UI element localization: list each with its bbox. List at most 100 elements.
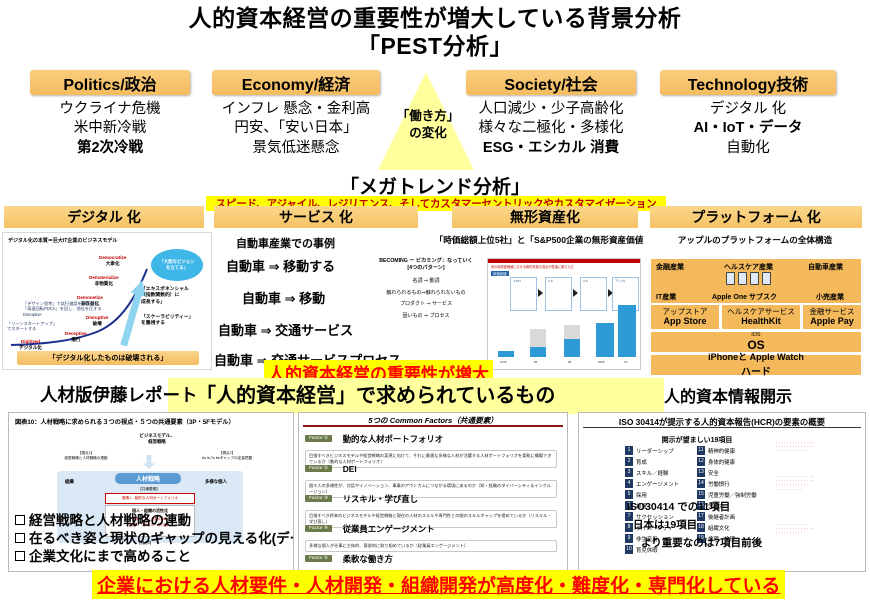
hardware-line-1: iPhoneと Apple Watch [708,352,804,363]
curve-label-deceptive: Deceptive 潜行 [65,331,87,342]
curve-label-disruptive: Disruptive 破壊 [86,315,108,326]
checkbox-icon-1[interactable] [15,515,25,525]
pest-politics-item-3: 第2次冷戦 [76,139,144,156]
curve-label-digitized-ja: デジタル化 [19,344,42,350]
pest-technology-item-1: デジタル 化 [709,101,787,117]
factor-5-tag: Factor ⑤ [305,555,333,563]
factor-row-4: Factor ④ 従業員エンゲージメント 多様な個人が仕事に主体的、意欲的に取り… [305,520,557,553]
diagram-individuals-label: 多様な個人 [205,479,227,484]
checkbox-icon-3[interactable] [15,551,25,561]
service-row-3: 自動車 ⇒ 交通サービス [218,323,354,338]
curve-label-disruptive-en: Disruptive [86,315,109,320]
pest-body-politics: ウクライナ危機 米中新冷戦 第2次冷戦 [20,100,200,158]
factor-5-title: 柔軟な働き方 [342,553,393,564]
checklist-item-2: 在るべき姿と現状のギャップの見える化(データ化) [15,527,293,547]
axis-tick-2015: 15 [624,360,628,364]
digital-footer-banner: 「デジタル化したものは破壊される」 [17,351,199,365]
platform-caption: アップルのプラットフォームの全体構造 [677,235,833,245]
diagram-activation-box: 個人・組織の活性化 要素2：知・経験のD&I 要素3：リスキル・学び直し [105,505,195,537]
factor-3-tag: Factor ③ [305,495,333,503]
curve-label-deceptive-en: Deceptive [65,331,87,336]
company-col-1995: ＧＥ [580,277,607,311]
diagram-business-model: ビジネスモデル、 経営戦略 [139,433,175,444]
platform-industry-it: IT産業 [656,294,677,301]
checkbox-icon-2[interactable] [15,533,25,543]
curve-label-dematerialize-ja: 非物質化 [94,280,113,286]
platform-industry-retail: 小売産業 [816,294,844,301]
digital-chart-caption: デジタル化の本質＝巨大IT企業のビジネスモデル [8,238,118,244]
factor-2-tag: Factor ② [305,465,333,473]
axis-tick-1975: 1975 [500,360,507,364]
factor-4-tag: Factor ④ [305,525,333,533]
chart-arrow-3 [608,289,613,297]
platform-hardware-layer: iPhoneと Apple Watch ハード [650,352,862,378]
company-col-1975: ＩＢＭ [510,277,537,311]
section2-right-label: 人的資本情報開示 [664,389,793,406]
section2-left-label: 人材版伊藤レポート [40,385,198,405]
applepay-ja: 金融サービス [809,306,855,316]
page-title: 人的資本経営の重要性が増大している背景分析 「PEST分析」 [0,4,870,60]
bar-top-1995 [564,325,580,339]
factor-4-desc: 多様な個人が仕事に主体的、意欲的に取り組めているか（従業員エンゲージメント） [305,540,557,553]
intangible-caption: 「時価総額上位5社」と「S&P500企業の無形資産価値 [434,235,644,245]
bar-2015 [618,305,636,357]
factor-row-1: Factor ① 動的な人材ポートフォリオ 目指すべきビジネスモデルや経営戦略の… [305,430,557,469]
exponential-line-1: 「エキスポネンシャル [141,287,189,292]
megatrend-title: 「メガトレンド分析」 [339,177,530,198]
bar-top-1985 [530,329,546,347]
hardware-line-2: ハード [741,366,771,378]
phone-icon-3 [750,272,759,285]
bubble-line-2: を立てる」 [166,265,188,270]
megatrend-head-platform: プラットフォーム 化 [650,206,862,228]
ito-report-diagram: ビジネスモデル、 経営戦略 【視点1】 経営戦略と人材戦略の連動 【視点2】 A… [9,429,293,549]
becoming-pattern-2: 触れられるもの⇒触れられないもの [386,289,466,296]
work-style-line-1: 「働き方」 [396,109,460,123]
pest-politics-item-2: 米中新冷戦 [73,120,147,137]
factor-2-desc: 個々人の多様性が、対話やイノベーション、事業のアウトカムにつながる環境にあるのか… [305,480,557,499]
axis-tick-1995: 95 [568,360,572,364]
curve-label-democratize-ja: 大衆化 [105,260,120,266]
curve-label-digitized-en: Digitized [20,339,41,344]
ito-report-caption: 図表10：人材戦略に求められる３つの視点・５つの共通要素（3P・5Fモデル） [15,419,235,426]
curve-label-democratize: Democratize 大衆化 [99,255,126,266]
chart-top-rule [488,259,640,263]
platform-phone-icons [726,272,771,285]
common-factors-caption: 5つの Common Factors（共通要素） [368,416,498,425]
factor-1-desc: 目指すべきビジネスモデルや経営戦略の実現に向けて、それに最適な多様な人材が活躍す… [305,450,557,469]
curve-label-deceptive-ja: 潜行 [71,336,81,342]
diagram-organization-label: 組織 [65,479,74,484]
checklist-item-1: 経営戦略と人材戦略の連動 [15,509,191,529]
section2-center-label: 「人的資本経営」で求められているもの [196,385,556,407]
pest-society-item-1: 人口減少・少子高齢化 [478,101,624,117]
lean-startup-line-1: 「リーンスタートアップ」 [7,321,57,326]
pest-society-item-3: ESG・エシカル 消費 [482,139,620,156]
platform-industry-auto: 自動車産業 [808,264,843,271]
common-factors-panel: 5つの Common Factors（共通要素） Factor ① 動的な人材ポ… [298,412,568,572]
intangible-legend: 時価総額 [491,271,509,276]
intangible-chart-title: 米の総資産価値における無形資産の割合が急速に膨らんだ [491,265,574,269]
os-big-label: OS [747,338,765,352]
becoming-title: BECOMING ー ビカミング：なっていく [379,258,473,264]
factor-row-2: Factor ② DEI 個々人の多様性が、対話やイノベーション、事業のアウトカ… [305,460,557,499]
curve-label-democratize-en: Democratize [99,255,127,260]
iso-divider [583,427,861,428]
pest-head-technology: Technology技術 [660,70,836,95]
pest-economy-item-1: インフレ 懸念・金利高 [221,101,371,117]
pest-head-society: Society/社会 [466,70,636,95]
pest-economy-item-2: 円安、「安い日本」 [234,120,358,137]
iso-side-notes-3: ・・・・・・・・・・・・・・・・・・・・・・・・・・・・・・・・・・・・ [775,523,815,536]
becoming-pattern-3: プロダクト ⇒ サービス [400,301,452,308]
pest-economy-item-3: 景気低迷懸念 [252,139,340,156]
factor-row-3: Factor ③ リスキル・学び直し 目指すべき将来のビジネスモデルや経営戦略と… [305,490,557,529]
iso-side-notes-2: ・・・・・・・・・・・・・・・・・・・・・・・・・・・・・・・・・・・・・・・・… [775,475,815,492]
curve-label-demonetize: Demonetize 非収益化 [77,295,103,306]
iso-overlay-2: 日本は19項目 [633,519,698,531]
platform-service-healthkit: ヘルスケアサービス HealthKit [721,304,801,330]
intangible-chart-panel: 米の総資産価値における無形資産の割合が急速に膨らんだ 時価総額 ＩＢＭ ＧＥ Ｇ… [487,258,641,370]
